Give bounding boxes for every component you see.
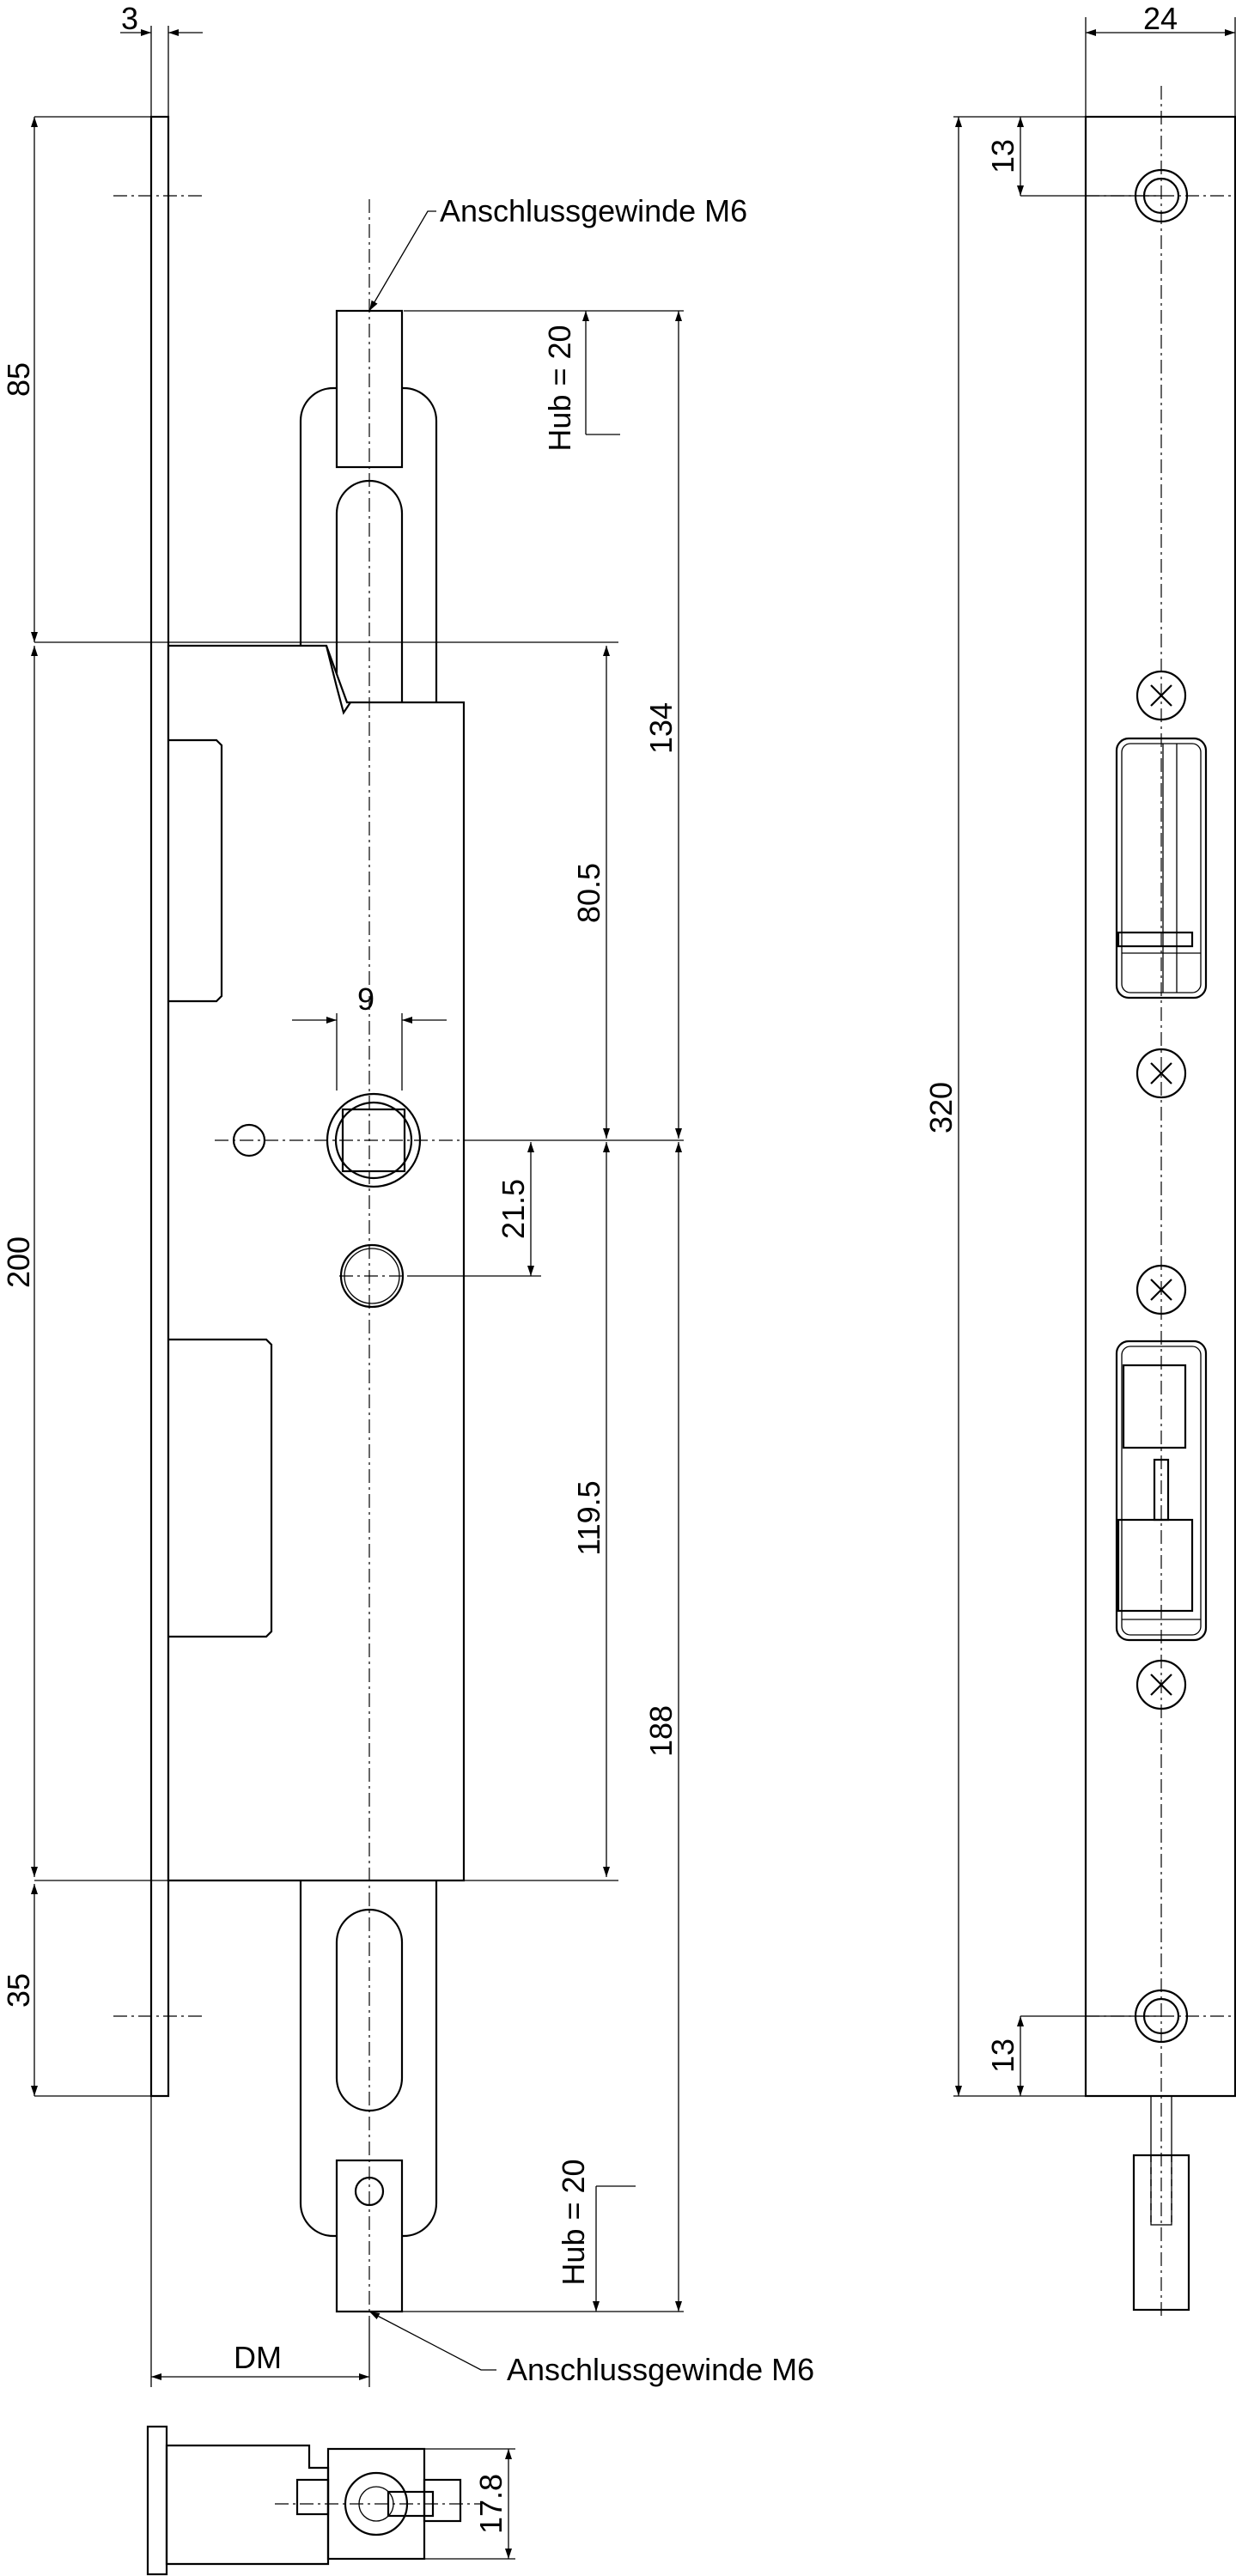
faceplate <box>149 115 170 2098</box>
dim-188-label: 188 <box>643 1705 679 1757</box>
thread-bottom-label: Anschlussgewinde M6 <box>507 2352 814 2387</box>
dim-80-5-label: 80.5 <box>571 863 606 923</box>
dim-13-bottom-label: 13 <box>985 2038 1020 2073</box>
dm-label: DM <box>234 2340 282 2375</box>
dimension-labels: 3 24 85 200 35 13 13 320 134 80.5 9 21.5… <box>1 1 1178 2534</box>
bottom-bolt-rail <box>299 1880 438 2313</box>
dim-85-label: 85 <box>1 362 36 397</box>
dim-21-5-label: 21.5 <box>496 1179 531 1239</box>
dim-24-label: 24 <box>1143 1 1178 36</box>
bottom-view <box>146 2425 515 2576</box>
dim-13-top-label: 13 <box>985 139 1020 173</box>
dim-17-8-label: 17.8 <box>473 2474 508 2534</box>
dim-9-label: 9 <box>357 981 374 1017</box>
hub-top-label: Hub = 20 <box>542 325 577 451</box>
top-bolt-rail <box>299 309 438 702</box>
side-view <box>953 17 1236 2318</box>
dim-200-label: 200 <box>1 1236 36 1288</box>
side-bolt-cutout <box>1115 1340 1208 1642</box>
dim-134-label: 134 <box>643 702 679 754</box>
front-view <box>31 26 684 2387</box>
dim-3-label: 3 <box>121 1 138 36</box>
dim-320-label: 320 <box>923 1082 959 1133</box>
dim-119-5-label: 119.5 <box>571 1480 606 1555</box>
thread-top-label: Anschlussgewinde M6 <box>440 193 747 228</box>
dim-35-label: 35 <box>1 1973 36 2008</box>
side-screw-holes <box>1134 168 1189 2044</box>
side-latch-cutout <box>1115 737 1208 999</box>
hub-bottom-label: Hub = 20 <box>556 2159 591 2285</box>
lock-case <box>167 644 466 1882</box>
side-rod-end <box>1132 2095 1190 2312</box>
side-faceplate <box>1084 115 1236 2098</box>
